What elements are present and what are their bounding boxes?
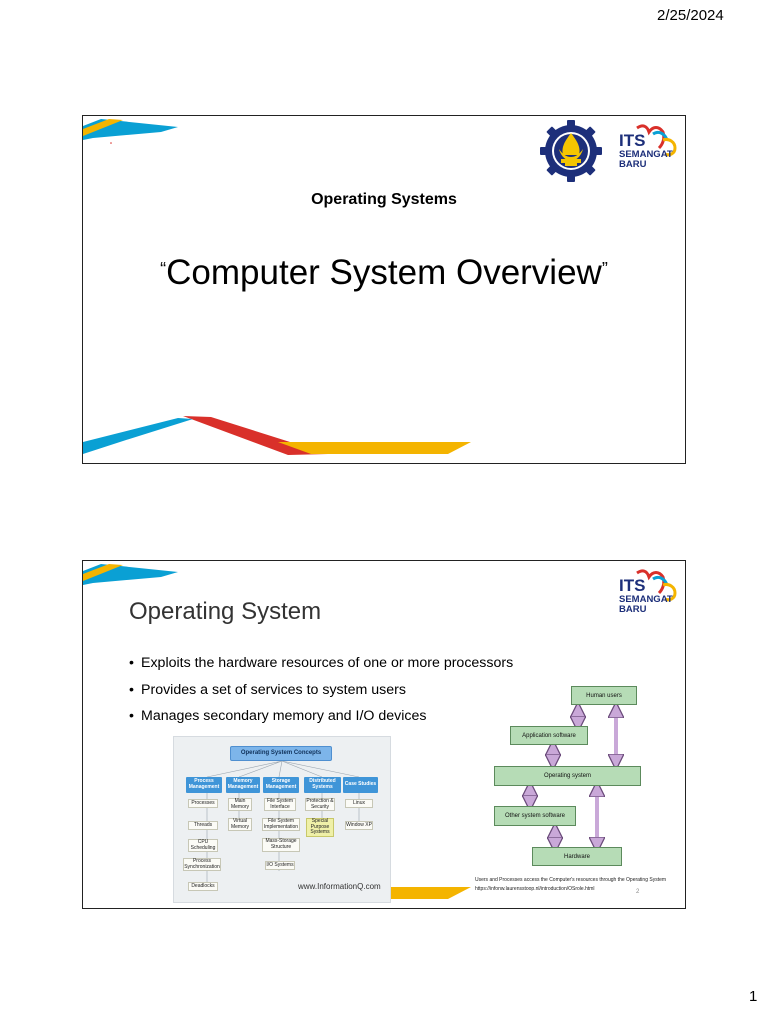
its-logo-tagline-2: BARU <box>619 604 647 615</box>
open-quote: “ <box>160 259 167 279</box>
red-dot <box>110 142 112 144</box>
bottom-blue-stripe <box>83 418 193 454</box>
slide-title: “Computer System Overview” <box>83 253 685 293</box>
concept-column-header: Case Studies <box>343 777 378 793</box>
concept-item-highlighted: Special Purpose Systems <box>306 818 334 837</box>
concepts-watermark: www.InformationQ.com <box>298 882 381 891</box>
its-wing-icon <box>636 124 677 157</box>
slide-subtitle: Operating Systems <box>311 191 457 208</box>
concept-column-header: Distributed Systems <box>304 777 341 793</box>
concept-column-header: Storage Management <box>263 777 299 793</box>
concept-item: Process Synchronization <box>183 857 221 871</box>
os-layer-box: Operating system <box>494 766 641 786</box>
os-layer-box: Human users <box>571 686 637 705</box>
slide-title: Operating System <box>129 598 322 625</box>
concept-item: Mass-Storage Structure <box>262 838 300 852</box>
bullet-item: Manages secondary memory and I/O devices <box>129 706 513 733</box>
concepts-title: Operating System Concepts <box>230 746 332 761</box>
top-yellow-stripe <box>83 119 123 136</box>
os-layer-box: Application software <box>510 726 588 745</box>
title-text: Computer System Overview <box>166 253 602 292</box>
bullet-list: Exploits the hardware resources of one o… <box>129 653 513 733</box>
concept-item: Protection & Security <box>305 797 335 811</box>
concept-item: Processes <box>188 799 218 808</box>
bottom-yellow-stripe <box>278 442 471 454</box>
concept-column-header: Memory Management <box>226 777 260 793</box>
concept-item: Window XP <box>345 821 373 830</box>
concept-item: File System Implementation <box>262 817 300 831</box>
its-logo-text: ITS <box>619 576 646 595</box>
concept-column-header: Process Management <box>186 777 222 793</box>
slide-1: ITS SEMANGAT BARU Operating Systems “Com… <box>82 115 686 464</box>
source-url: https://infonw.laurensstoop.nl/introduct… <box>475 886 595 892</box>
concept-item: I/O Systems <box>265 861 295 870</box>
slide-number: 2 <box>636 889 640 895</box>
bullet-item: Provides a set of services to system use… <box>129 680 513 707</box>
its-emblem-icon <box>540 120 602 182</box>
page-number: 1 <box>749 988 758 1005</box>
concept-item: Deadlocks <box>188 882 218 891</box>
diagram-caption: Users and Processes access the Computer'… <box>475 877 667 883</box>
os-layers-arrows <box>83 561 685 908</box>
os-concepts-diagram: Operating System Concepts Process Manage… <box>173 736 391 903</box>
bullet-item: Exploits the hardware resources of one o… <box>129 653 513 680</box>
its-logo: ITS SEMANGAT BARU <box>619 567 683 627</box>
its-logo-text: ITS <box>619 131 646 150</box>
concept-item: File System Interface <box>264 798 296 811</box>
os-layer-box: Other system software <box>494 806 576 826</box>
concept-item: Threads <box>188 821 218 830</box>
top-yellow-stripe <box>83 564 123 581</box>
concept-item: Linux <box>345 799 373 808</box>
concept-item: Virtual Memory <box>228 818 252 831</box>
close-quote: ” <box>601 259 608 279</box>
page-date: 2/25/2024 <box>657 7 724 24</box>
its-logo: ITS SEMANGAT BARU <box>619 122 683 182</box>
its-logo-tagline-2: BARU <box>619 159 647 170</box>
slide-2: ITS SEMANGAT BARU Operating System Explo… <box>82 560 686 909</box>
its-wing-icon <box>636 569 677 602</box>
its-logo-tagline-1: SEMANGAT <box>619 594 673 605</box>
concept-item: CPU Scheduling <box>188 839 218 852</box>
os-layer-box: Hardware <box>532 847 622 866</box>
concept-item: Main Memory <box>228 798 252 811</box>
slide-decoration <box>83 119 471 455</box>
its-logo-tagline-1: SEMANGAT <box>619 149 673 160</box>
